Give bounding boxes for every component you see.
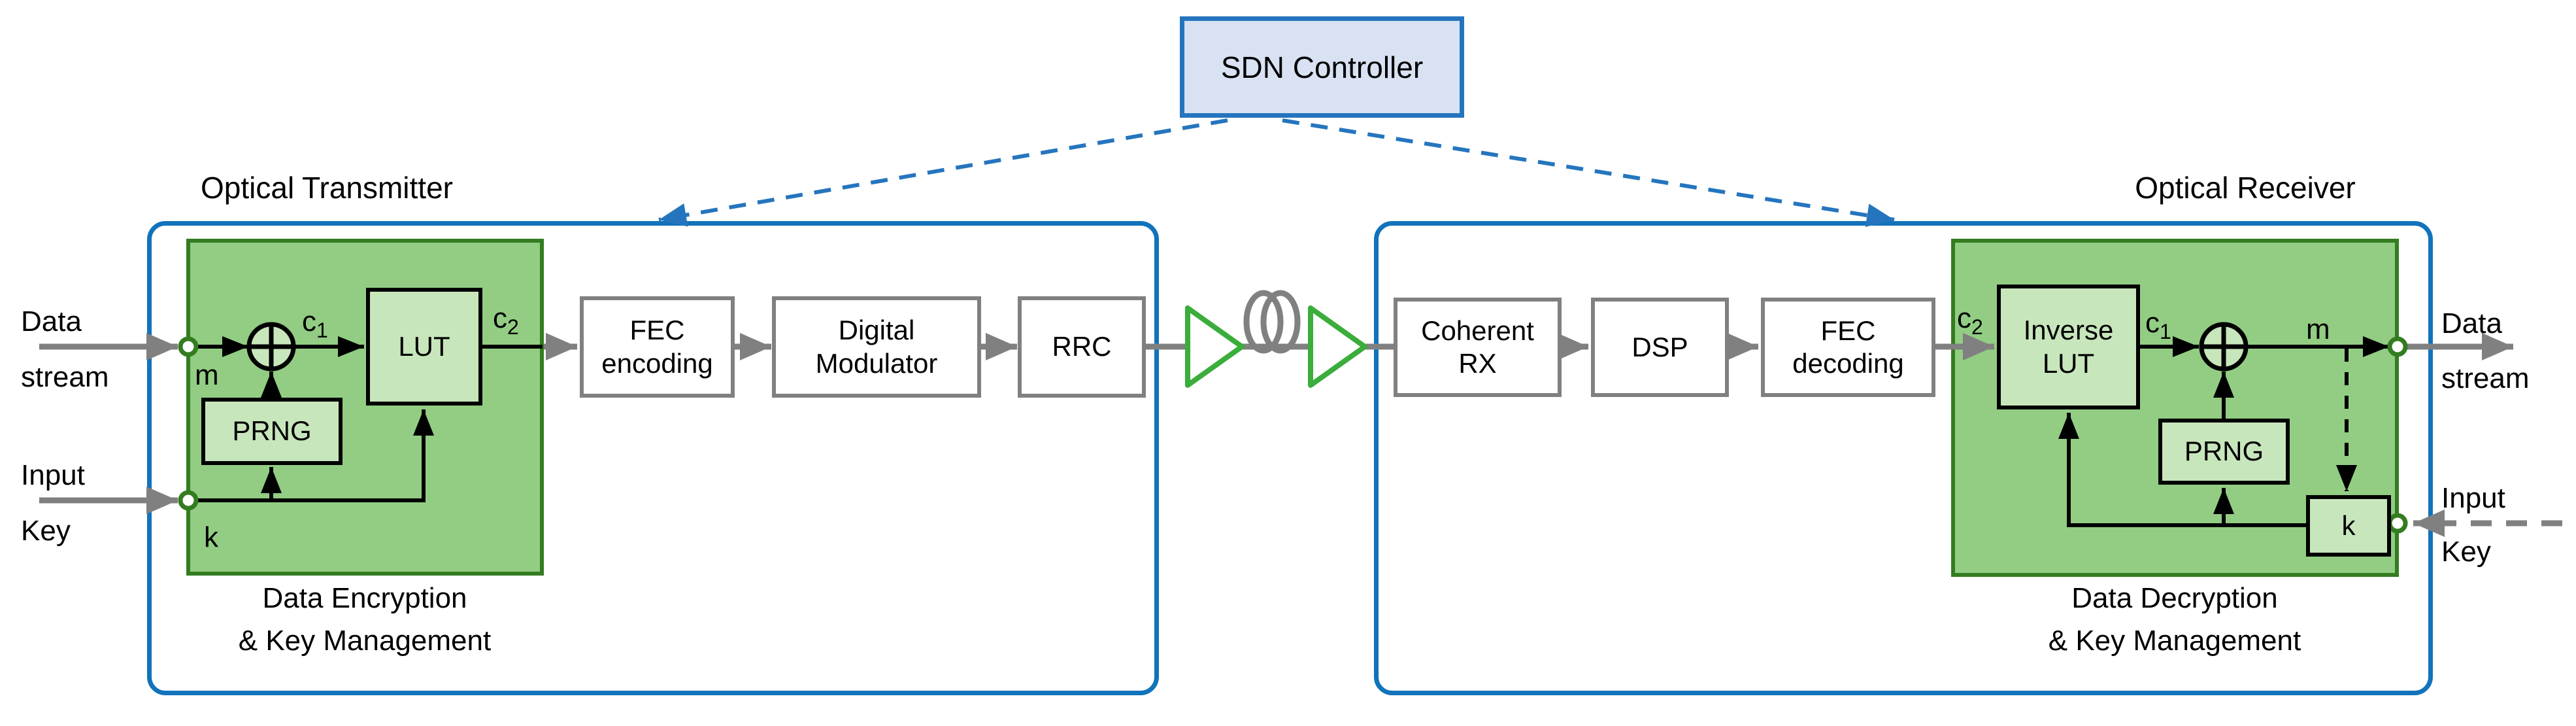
receiver-title: Optical Receiver: [2135, 171, 2356, 205]
decryption-caption-1: Data Decryption: [2071, 582, 2278, 614]
sdn-control-link-left: [658, 118, 1228, 227]
signal-c1-transmitter-sub: 1: [316, 319, 328, 342]
signal-c2-transmitter-base: c: [493, 302, 507, 334]
encryption-caption-2: & Key Management: [238, 625, 492, 657]
dsp-label: DSP: [1631, 331, 1688, 362]
optical-amplifier-icon-right: [1308, 305, 1367, 388]
inverse-lut-label-1: Inverse: [2023, 315, 2114, 346]
fec-encoding-box: FEC encoding: [580, 296, 735, 398]
input-key-receiver-label-2: Key: [2441, 536, 2491, 568]
input-key-in-label-1: Input: [21, 459, 85, 491]
signal-m-receiver: m: [2306, 313, 2330, 345]
fiber-coil-icon: [1243, 290, 1301, 354]
lut-box: LUT: [366, 288, 482, 406]
fec-encoding-label-1: FEC: [629, 315, 685, 346]
input-key-receiver-label-1: Input: [2441, 482, 2505, 514]
port-circle-key-in: [178, 490, 199, 511]
signal-c1-receiver-sub: 1: [2160, 320, 2171, 343]
inverse-lut-label-2: LUT: [2042, 347, 2095, 379]
xor-icon-transmitter: [246, 322, 296, 372]
port-circle-key-in-receiver: [2387, 513, 2408, 534]
coherent-rx-label-2: RX: [1458, 348, 1497, 379]
prng-label-transmitter: PRNG: [232, 415, 312, 447]
xor-icon-receiver: [2199, 322, 2249, 372]
signal-k-transmitter: k: [204, 521, 218, 553]
signal-m-transmitter: m: [195, 359, 219, 391]
prng-label-receiver: PRNG: [2184, 436, 2264, 467]
data-stream-out-label-2: stream: [2441, 362, 2530, 394]
input-key-in-label-2: Key: [21, 515, 71, 547]
data-stream-in-label-2: stream: [21, 361, 109, 393]
signal-c2-transmitter: c2: [493, 302, 519, 339]
sdn-controller-box: SDN Controller: [1180, 16, 1464, 118]
fec-decoding-label-2: decoding: [1792, 348, 1904, 379]
fec-encoding-label-2: encoding: [601, 347, 713, 379]
fec-decoding-box: FEC decoding: [1761, 298, 1935, 397]
coherent-rx-label-1: Coherent: [1421, 315, 1534, 346]
sdn-controller-label: SDN Controller: [1220, 50, 1424, 84]
data-stream-out-label-1: Data: [2441, 307, 2502, 339]
rrc-label: RRC: [1052, 331, 1112, 362]
encryption-caption-1: Data Encryption: [262, 582, 467, 614]
signal-c2-receiver-base: c: [1957, 302, 1971, 334]
signal-c2-receiver: c2: [1957, 302, 1983, 339]
data-stream-in-label-1: Data: [21, 305, 82, 337]
optical-amplifier-icon-left: [1185, 305, 1245, 388]
coherent-rx-box: Coherent RX: [1394, 298, 1562, 397]
signal-c2-transmitter-sub: 2: [507, 315, 519, 339]
signal-c2-receiver-sub: 2: [1971, 315, 1983, 339]
optical-transmitter-frame: [147, 221, 1159, 695]
k-box-label: k: [2341, 510, 2356, 541]
fec-decoding-label-1: FEC: [1820, 315, 1876, 346]
port-circle-data-in: [178, 336, 199, 357]
transmitter-title: Optical Transmitter: [201, 171, 453, 205]
digital-modulator-label-2: Modulator: [815, 347, 938, 379]
rrc-box: RRC: [1018, 296, 1146, 398]
signal-c1-receiver: c1: [2145, 307, 2171, 343]
port-circle-data-out: [2387, 336, 2408, 357]
signal-c1-transmitter-base: c: [302, 305, 316, 337]
prng-box-transmitter: PRNG: [201, 398, 343, 465]
dsp-box: DSP: [1591, 298, 1729, 397]
signal-c1-transmitter: c1: [302, 307, 328, 341]
k-box: k: [2306, 495, 2391, 557]
sdn-control-link-right: [1282, 118, 1895, 228]
decryption-caption-2: & Key Management: [2048, 625, 2301, 657]
optical-receiver-frame: [1374, 221, 2433, 695]
digital-modulator-box: Digital Modulator: [772, 296, 981, 398]
digital-modulator-label-1: Digital: [838, 315, 915, 346]
gray-signal-path: [39, 333, 2562, 537]
prng-box-receiver: PRNG: [2158, 419, 2290, 485]
transmitter-internal-wiring: [193, 336, 543, 502]
inverse-lut-box: Inverse LUT: [1997, 285, 2140, 409]
signal-c1-receiver-base: c: [2145, 307, 2160, 339]
lut-label: LUT: [398, 330, 450, 362]
receiver-internal-wiring: [2058, 336, 2389, 527]
